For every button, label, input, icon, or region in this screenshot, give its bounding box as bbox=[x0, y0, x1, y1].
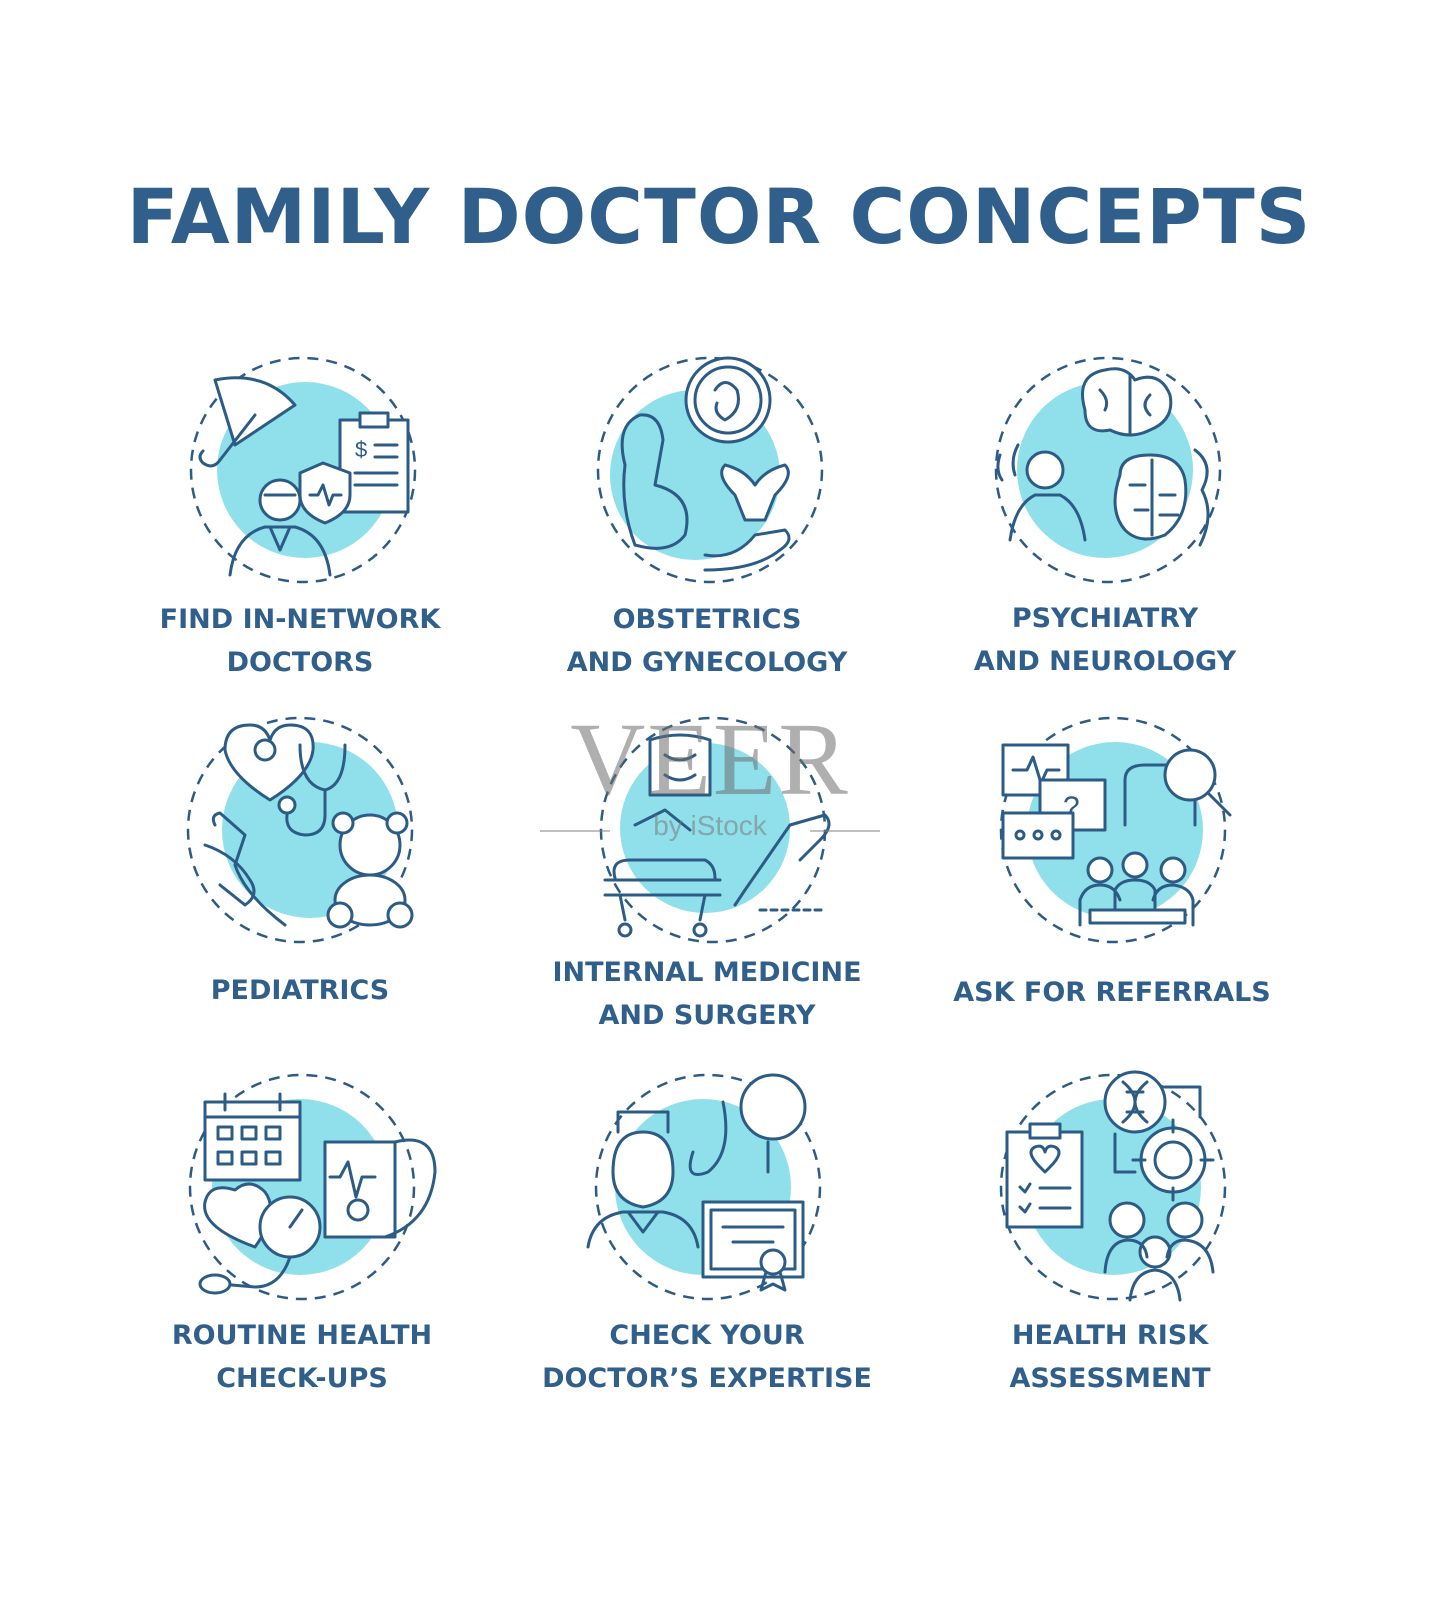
concept-label-4: PEDIATRICS bbox=[210, 975, 390, 1006]
teddy-bear-stethoscope-icon bbox=[186, 716, 414, 944]
dna-family-icon bbox=[999, 1070, 1227, 1302]
intestine-surgery-icon bbox=[599, 716, 831, 944]
calendar-blood-pressure-icon bbox=[188, 1073, 437, 1301]
page-title: FAMILY DOCTOR CONCEPTS bbox=[126, 172, 1312, 261]
concept-label-6: ASK FOR REFERRALS bbox=[953, 977, 1271, 1008]
pregnant-woman-uterus-icon bbox=[596, 356, 824, 584]
umbrella-doctor-clipboard-icon: $ bbox=[189, 356, 417, 584]
nurse-certificate-icon bbox=[586, 1073, 822, 1301]
chat-doctors-icon: ? bbox=[999, 716, 1232, 944]
brain-neuron-icon bbox=[994, 356, 1222, 584]
svg-text:$: $ bbox=[355, 437, 367, 462]
